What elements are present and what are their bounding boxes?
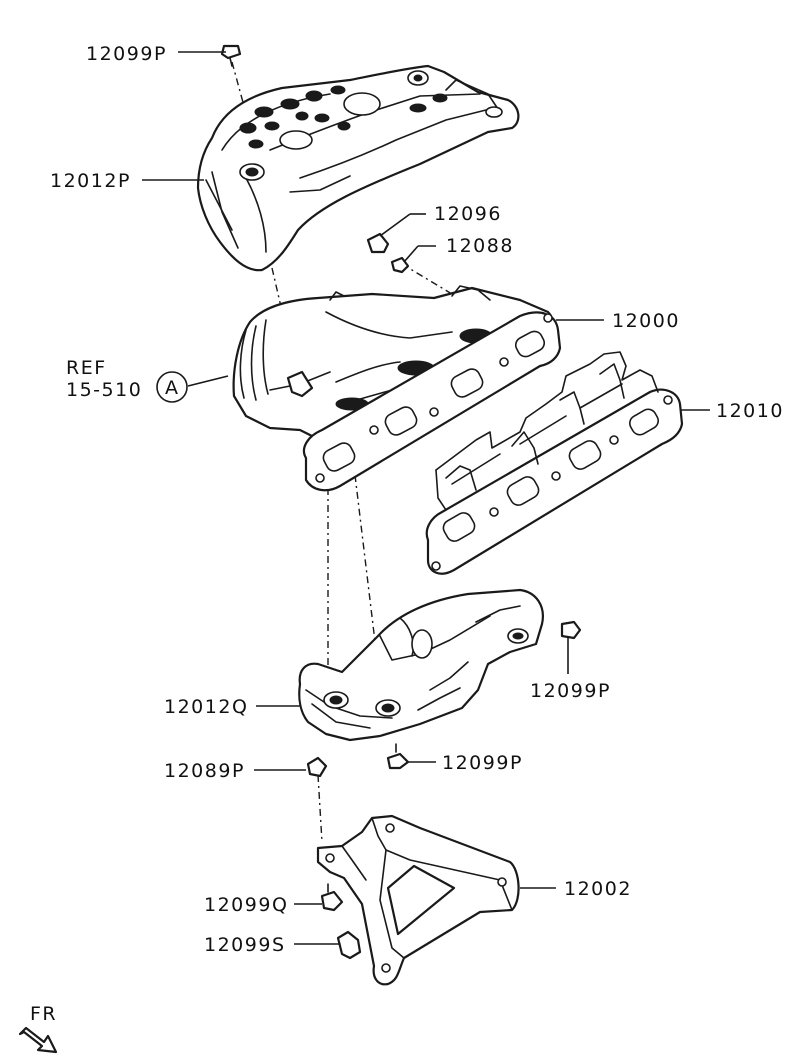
- label-12012Q[interactable]: 12012Q: [164, 696, 248, 718]
- ref-marker-letter[interactable]: A: [165, 377, 178, 399]
- label-12088[interactable]: 12088: [446, 235, 514, 257]
- lower-heat-shield-12012Q[interactable]: [298, 588, 544, 742]
- manifold-bracket-12002[interactable]: [316, 814, 520, 986]
- label-12099Q[interactable]: 12099Q: [204, 894, 288, 916]
- bolt-icon[interactable]: [386, 743, 410, 770]
- exhaust-manifold-12000[interactable]: [232, 285, 562, 492]
- bolt-icon[interactable]: [320, 883, 344, 912]
- front-label: FR: [30, 1003, 57, 1025]
- label-12099P-mid[interactable]: 12099P: [442, 752, 523, 774]
- label-12099P-top[interactable]: 12099P: [86, 43, 167, 65]
- front-direction-arrow-icon: [18, 1026, 58, 1054]
- label-12089P[interactable]: 12089P: [164, 760, 245, 782]
- bolt-icon[interactable]: [333, 930, 362, 960]
- ref-marker-circle[interactable]: [156, 371, 188, 403]
- label-12012P[interactable]: 12012P: [50, 170, 131, 192]
- clip-12096[interactable]: [366, 232, 390, 254]
- leader-lines: [142, 51, 710, 945]
- label-ref: REF: [66, 357, 107, 379]
- label-12000[interactable]: 12000: [612, 310, 680, 332]
- part-labels: 12099P 12012P 12096 12088 12000 REF 15-5…: [50, 43, 784, 956]
- label-12002[interactable]: 12002: [564, 878, 632, 900]
- front-direction-indicator: FR: [18, 1003, 58, 1054]
- bolt-icon[interactable]: [220, 44, 242, 67]
- label-12096[interactable]: 12096: [434, 203, 502, 225]
- bolt-icon[interactable]: [560, 620, 582, 640]
- label-ref-number[interactable]: 15-510: [66, 379, 142, 401]
- label-12010[interactable]: 12010: [716, 400, 784, 422]
- label-12099P-right[interactable]: 12099P: [530, 680, 611, 702]
- bolt-icon[interactable]: [306, 756, 328, 778]
- label-12099S[interactable]: 12099S: [204, 934, 286, 956]
- manifold-gasket-12010[interactable]: [425, 351, 684, 575]
- upper-heat-shield-12012P[interactable]: [196, 64, 520, 272]
